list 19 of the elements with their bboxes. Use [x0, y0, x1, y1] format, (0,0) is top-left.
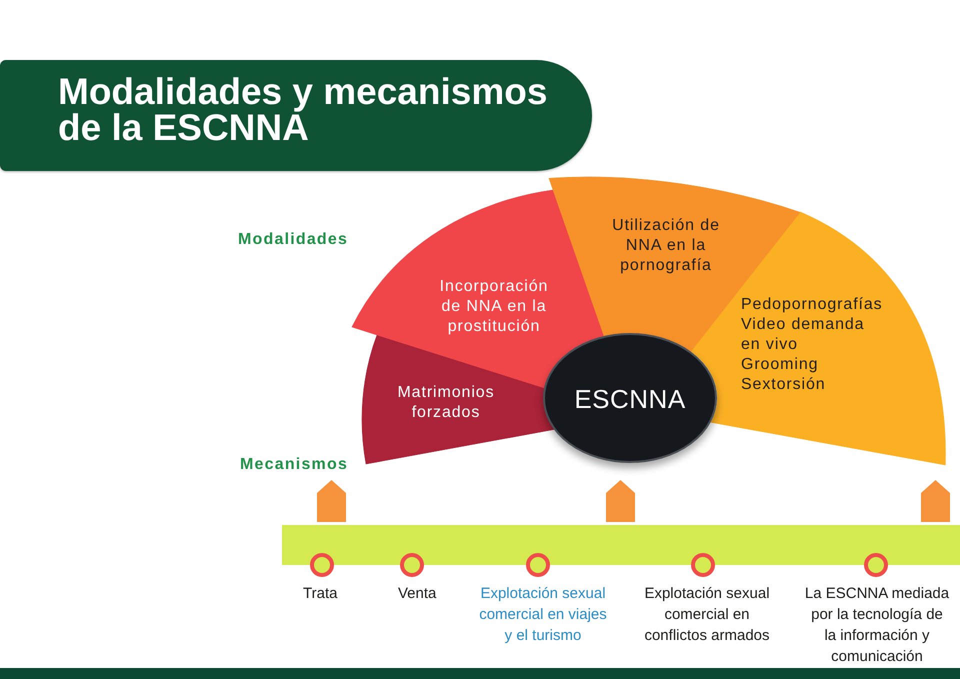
- segment-label: Video demanda en vivo: [740, 315, 866, 355]
- segment-label: Matrimonios forzados: [396, 383, 496, 423]
- section-label: Modalidades: [238, 230, 348, 250]
- segment-label: Pedopornografías: [740, 295, 884, 315]
- segment-label: Sextorsión: [740, 375, 827, 395]
- center-label: ESCNNA: [573, 384, 687, 414]
- mechanism-label: Explotación sexual comercial en conflictos armados: [643, 584, 771, 646]
- mechanism-label: Explotación sexual comercial en viajes y el turismo: [478, 584, 608, 646]
- mechanism-label: Venta: [398, 584, 436, 604]
- title-text: Modalidades y mecanismos de la ESCNNA: [58, 74, 548, 146]
- fan-segment: [362, 335, 554, 464]
- mechanism-label: Trata: [303, 584, 338, 604]
- center-ellipse: [543, 333, 717, 463]
- segment-label: Grooming: [740, 355, 820, 375]
- section-label: Mecanismos: [240, 455, 348, 475]
- mechanism-label: La ESCNNA mediada por la tecnología de la información y comunicación: [804, 584, 950, 667]
- segment-label: Incorporación de NNA en la prostitución: [438, 277, 550, 337]
- segment-label: Utilización de NNA en la pornografía: [611, 216, 721, 276]
- timeline-bar: [282, 525, 960, 565]
